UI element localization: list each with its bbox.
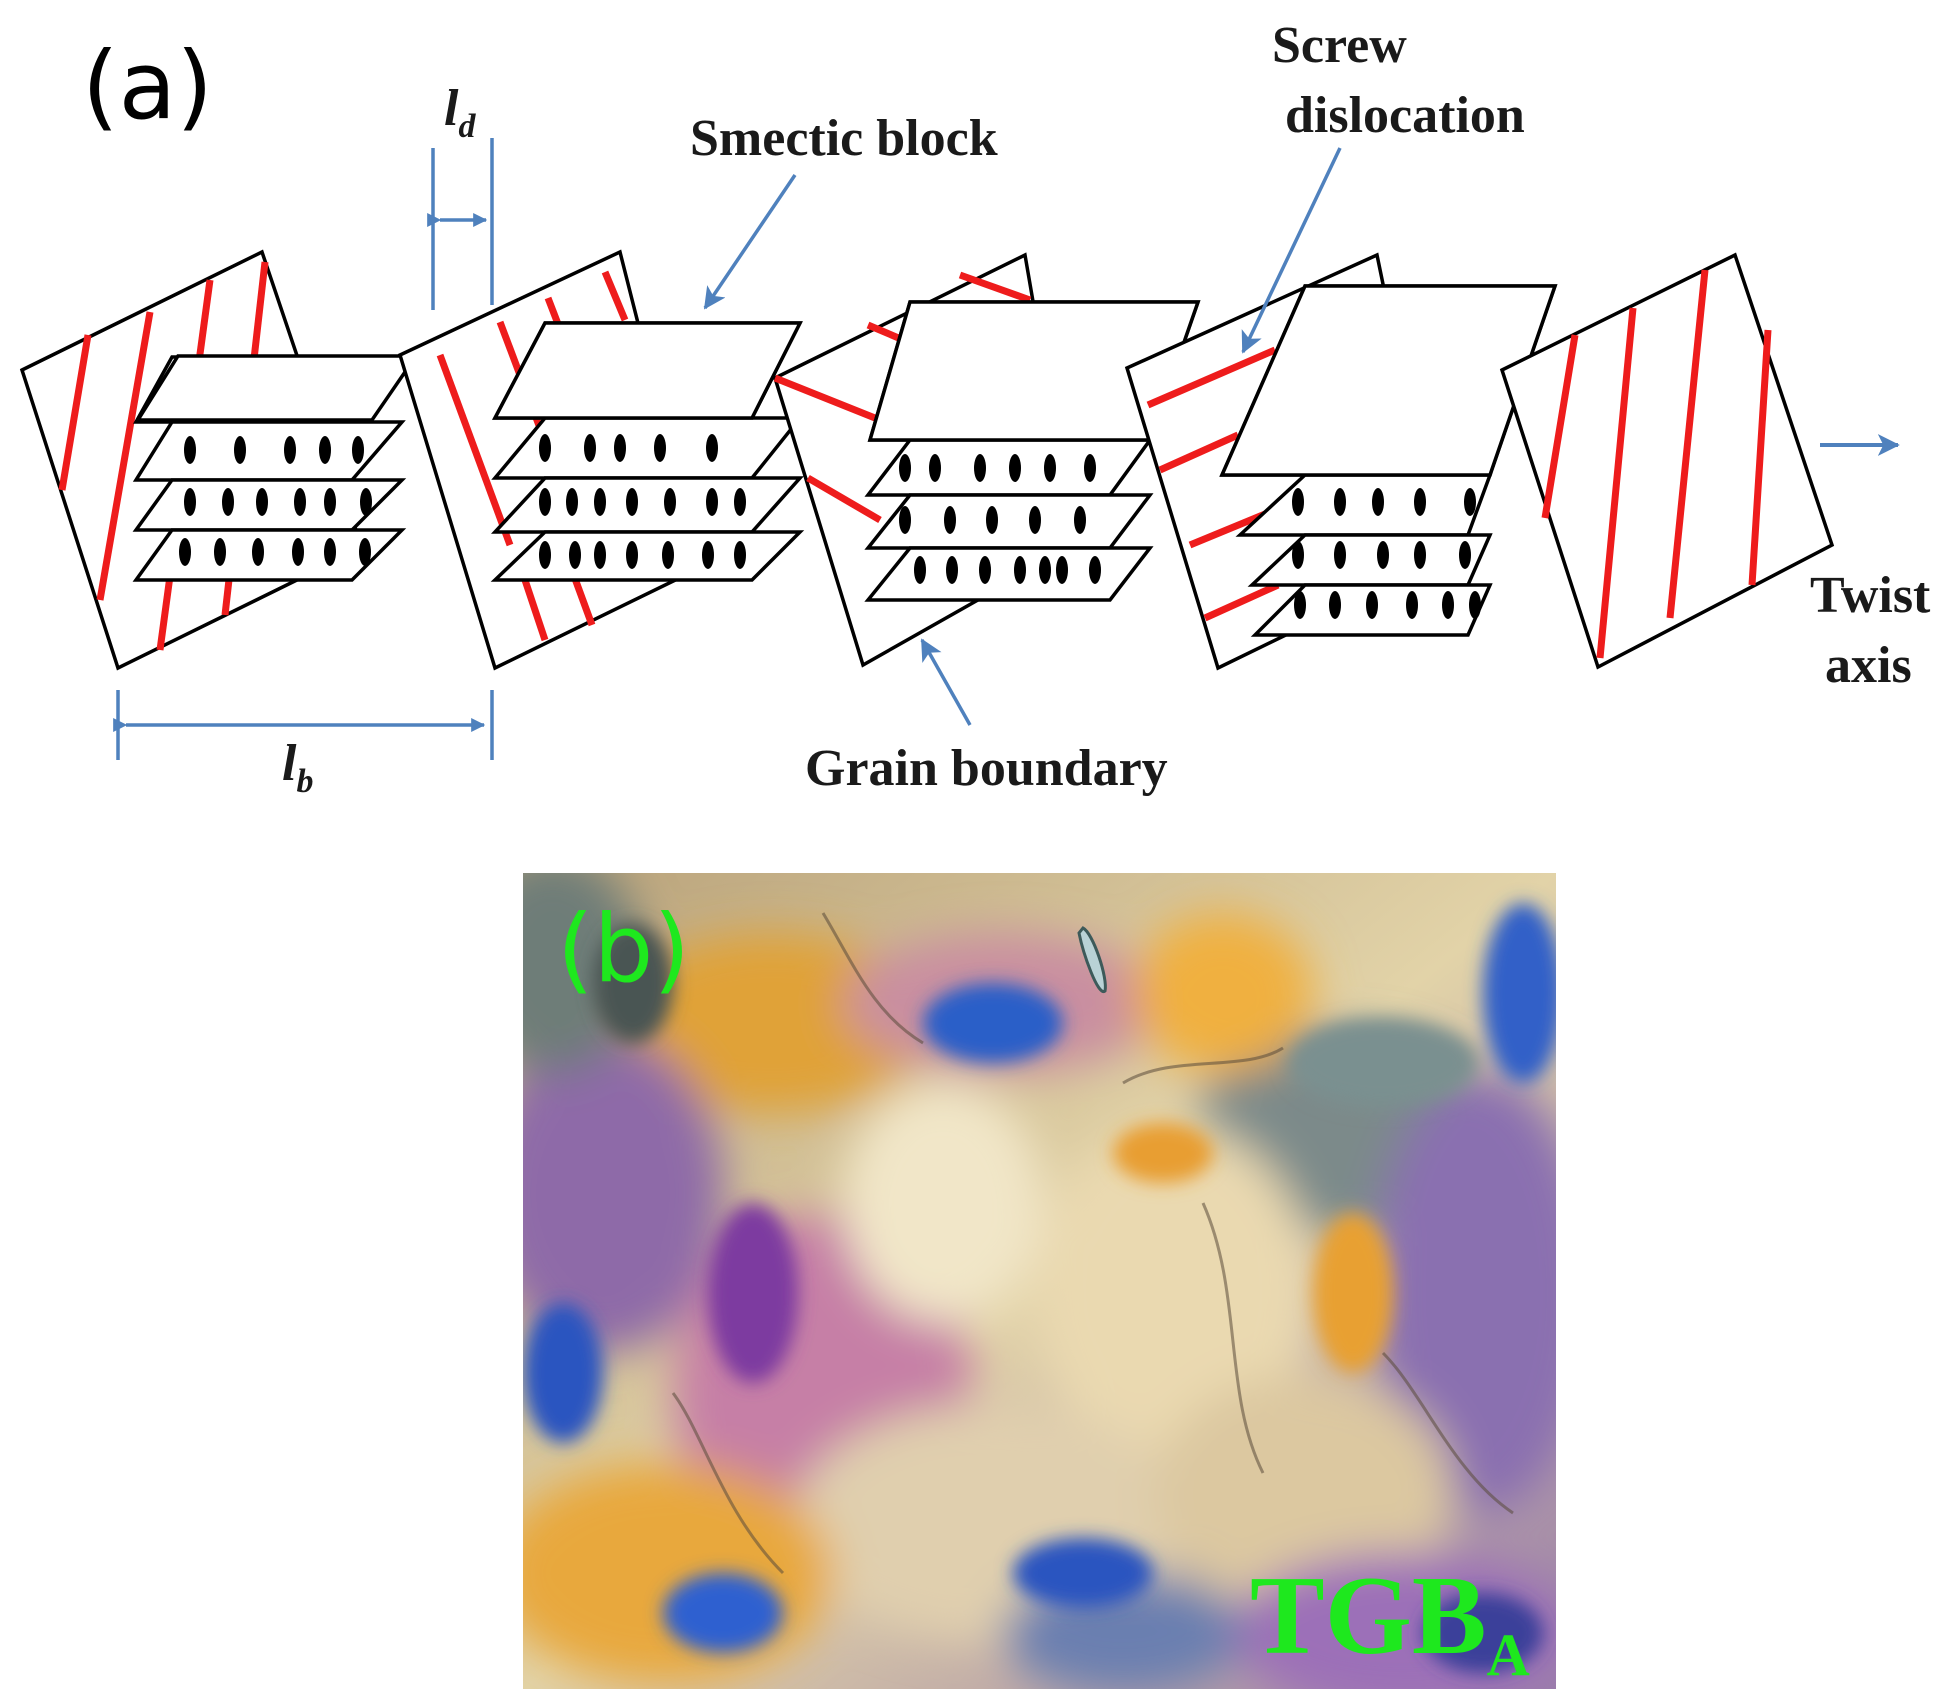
molecule	[914, 556, 926, 584]
molecule	[706, 434, 718, 462]
molecule	[1406, 591, 1418, 619]
molecule	[252, 538, 264, 566]
molecule	[899, 506, 911, 534]
grain-boundary-arrow	[920, 638, 972, 726]
molecule	[1372, 488, 1384, 516]
molecule	[1334, 488, 1346, 516]
molecule	[1377, 541, 1389, 569]
molecule	[1014, 556, 1026, 584]
grain-boundary-plane-5	[1499, 252, 1835, 670]
molecule	[184, 488, 196, 516]
molecule	[1292, 488, 1304, 516]
molecule	[1292, 541, 1304, 569]
molecule	[929, 454, 941, 482]
molecule	[1334, 541, 1346, 569]
molecule	[1366, 591, 1378, 619]
grain-boundary-label: Grain boundary	[805, 740, 1168, 797]
molecule	[1459, 541, 1471, 569]
molecule	[734, 541, 746, 569]
molecule	[256, 488, 268, 516]
molecule	[539, 488, 551, 516]
molecule	[284, 436, 296, 464]
molecule	[179, 538, 191, 566]
smectic-block-label: Smectic block	[690, 110, 998, 167]
molecule	[1089, 556, 1101, 584]
molecule	[1039, 556, 1051, 584]
molecules	[179, 434, 1481, 619]
molecule	[1009, 454, 1021, 482]
molecule	[324, 488, 336, 516]
molecule	[324, 538, 336, 566]
panel-a-letter: (a)	[82, 32, 213, 141]
panel-b-letter: (b)	[557, 895, 691, 1004]
molecule	[222, 488, 234, 516]
molecule	[1442, 591, 1454, 619]
molecule	[566, 488, 578, 516]
smectic-block-2	[397, 249, 805, 671]
molecule	[539, 434, 551, 462]
molecule	[1329, 591, 1341, 619]
molecule	[944, 506, 956, 534]
molecule	[1056, 556, 1068, 584]
molecule	[626, 488, 638, 516]
molecule	[1084, 454, 1096, 482]
molecule	[319, 436, 331, 464]
twist-label-line1: Twist	[1810, 567, 1931, 624]
smectic-block-3	[772, 252, 1201, 668]
molecule	[594, 541, 606, 569]
molecule	[946, 556, 958, 584]
molecule	[979, 556, 991, 584]
molecule	[1294, 591, 1306, 619]
molecule	[1074, 506, 1086, 534]
molecule	[234, 436, 246, 464]
phase-label: TGBA	[1250, 1554, 1530, 1688]
molecule	[706, 488, 718, 516]
molecule	[986, 506, 998, 534]
molecule	[294, 488, 306, 516]
molecule	[292, 538, 304, 566]
lb-dimension	[113, 690, 494, 760]
smectic-block-5	[1499, 252, 1835, 670]
molecule	[974, 454, 986, 482]
molecule	[214, 538, 226, 566]
molecule	[654, 434, 666, 462]
ld-dimension	[427, 138, 494, 310]
tgb-schematic: ld lb Smectic block Screw dislocation Gr…	[19, 17, 1931, 800]
tgb-micrograph	[523, 873, 1556, 1689]
molecule	[664, 488, 676, 516]
molecule	[539, 541, 551, 569]
molecule	[1464, 488, 1476, 516]
molecule	[594, 488, 606, 516]
smectic-block-arrow	[703, 174, 797, 310]
molecule	[184, 436, 196, 464]
molecule	[352, 436, 364, 464]
twist-label-line2: axis	[1825, 637, 1912, 694]
screw-label-line1: Screw	[1272, 17, 1407, 74]
lb-label: lb	[282, 735, 313, 800]
ld-label: ld	[444, 80, 476, 145]
molecule	[1414, 541, 1426, 569]
molecule	[626, 541, 638, 569]
molecule	[1414, 488, 1426, 516]
molecule	[1029, 506, 1041, 534]
molecule	[360, 488, 372, 516]
molecule	[1469, 591, 1481, 619]
molecule	[614, 434, 626, 462]
molecule	[584, 434, 596, 462]
molecule	[1044, 454, 1056, 482]
molecule	[359, 538, 371, 566]
screw-dislocation-arrow	[1241, 147, 1342, 354]
molecule	[702, 541, 714, 569]
molecule	[899, 454, 911, 482]
screw-label-line2: dislocation	[1285, 87, 1525, 144]
molecule	[662, 541, 674, 569]
molecule	[734, 488, 746, 516]
screw-dislocations-5	[1541, 269, 1772, 659]
molecule	[569, 541, 581, 569]
